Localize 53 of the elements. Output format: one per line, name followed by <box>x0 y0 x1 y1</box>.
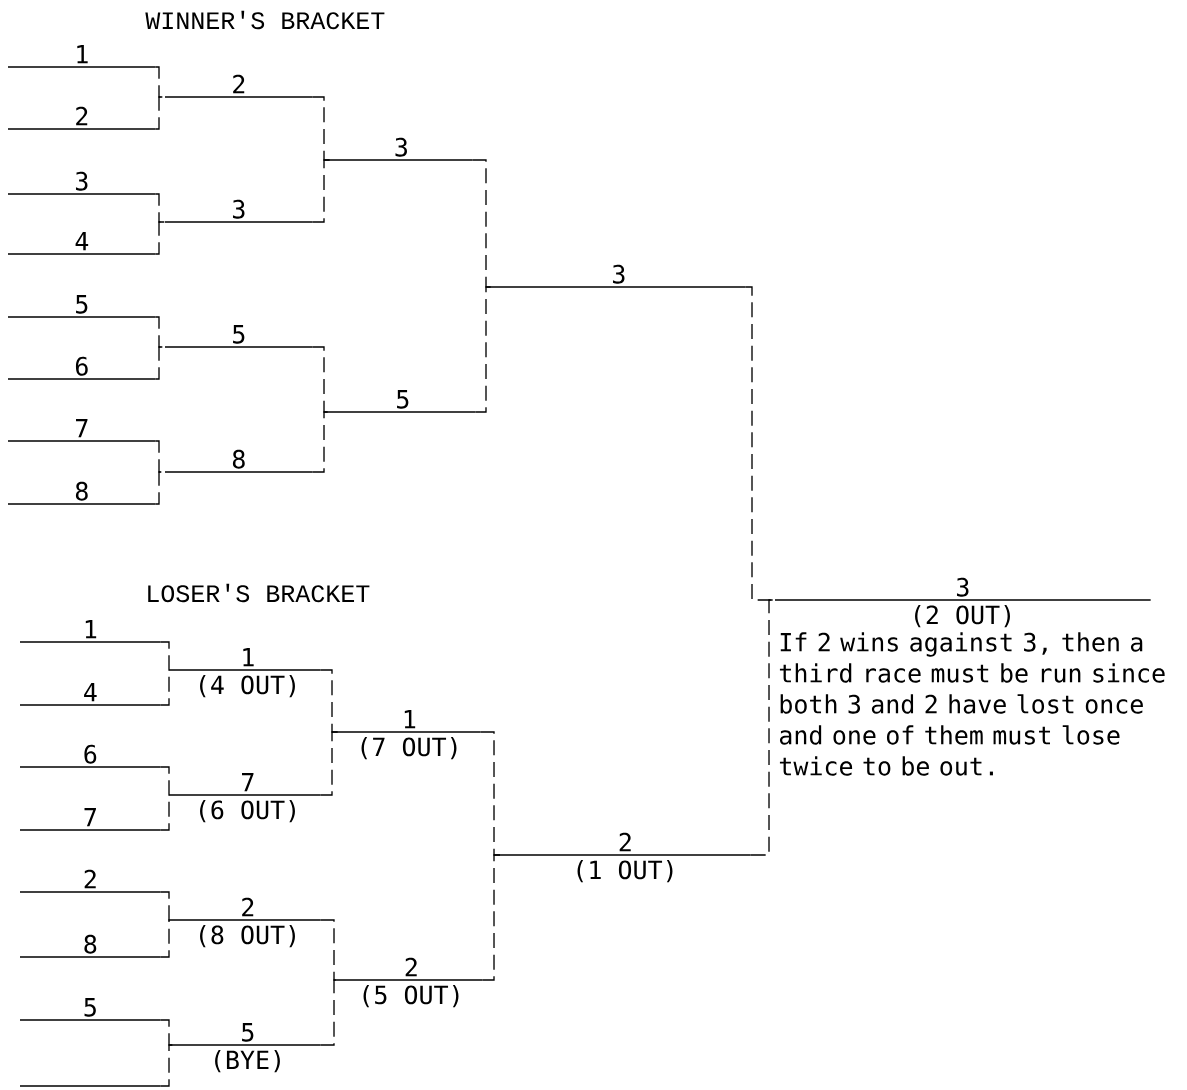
bracket-line <box>320 919 341 981</box>
bracket-line <box>155 193 166 223</box>
bracket-slot: 3 <box>774 577 1152 601</box>
bracket-line <box>160 919 176 958</box>
bracket-line <box>475 286 493 413</box>
bracket-slot: 4 <box>7 232 157 255</box>
slot-caption: (1 OUT) <box>577 860 673 883</box>
slot-caption: (8 OUT) <box>200 925 295 948</box>
bracket-slot: 2 <box>174 897 322 921</box>
bracket-slot: 8 <box>19 934 162 958</box>
bracket-slot: 3 <box>329 137 474 161</box>
slot-caption: (5 OUT) <box>363 985 459 1008</box>
bracket-line <box>482 854 501 981</box>
bracket-slot: 2 <box>499 832 752 856</box>
slot-caption: (BYE) <box>215 1050 280 1073</box>
bracket-slot: 7 <box>19 808 162 831</box>
bracket-slot: 2 <box>339 957 484 981</box>
bracket-slot: 2 <box>19 869 162 893</box>
slot-caption: (7 OUT) <box>361 737 457 760</box>
note-text: If 2 wins against 3, then a third race must be run since both 3 and 2 have lost once and one of them must lose twice to be out. <box>779 632 1165 776</box>
slot-caption: (6 OUT) <box>200 800 295 823</box>
bracket-slot: 5 <box>174 1023 322 1046</box>
bracket-slot: 2 <box>7 106 157 130</box>
bracket-line <box>160 669 176 706</box>
bracket-slot: 5 <box>164 325 314 348</box>
bracket-line <box>320 731 339 796</box>
slot-caption: (4 OUT) <box>200 675 295 698</box>
bracket-line <box>745 286 776 601</box>
bracket-slot: 8 <box>7 481 157 505</box>
bracket-slot: 7 <box>174 773 322 796</box>
bracket-slot: 1 <box>174 648 322 671</box>
bracket-line <box>160 1044 176 1087</box>
bracket-slot: 1 <box>337 710 482 733</box>
bracket-line <box>160 794 176 831</box>
bracket-slot: 2 <box>164 74 314 98</box>
bracket-slot: 1 <box>7 45 157 68</box>
bracket-slot: 3 <box>7 171 157 195</box>
bracket-slot: 6 <box>7 356 157 380</box>
bracket-slot: 3 <box>164 199 314 223</box>
bracket-line <box>312 411 331 473</box>
bracket-slot: 5 <box>329 390 477 413</box>
bracket-slot: 8 <box>164 449 314 473</box>
bracket-slot: 4 <box>19 683 162 706</box>
bracket-slot: 1 <box>19 620 162 643</box>
bracket-slot: 6 <box>19 744 162 768</box>
bracket-line <box>312 159 331 223</box>
bracket-slot: 3 <box>491 264 747 288</box>
bracket-title: LOSER'S BRACKET <box>148 583 370 603</box>
bracket-slot: 5 <box>19 998 162 1021</box>
bracket-title: WINNER'S BRACKET <box>145 10 385 30</box>
bracket-slot: 7 <box>7 419 157 442</box>
bracket-slot: 5 <box>7 295 157 318</box>
slot-caption: (2 OUT) <box>915 605 1010 628</box>
